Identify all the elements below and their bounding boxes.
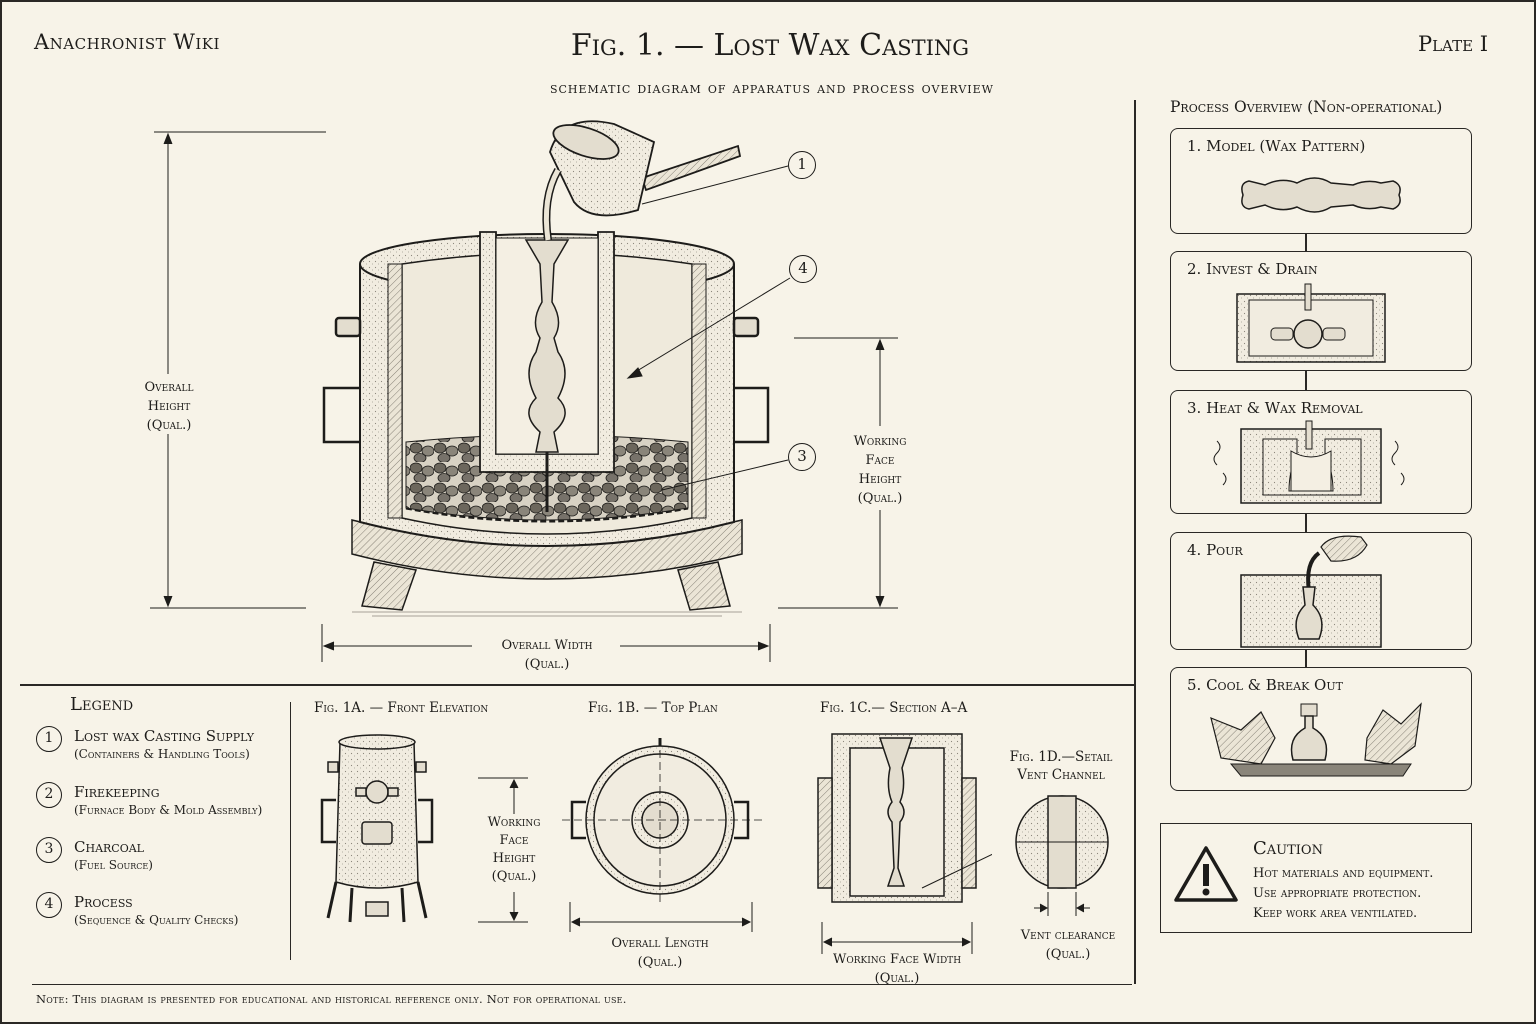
working-face-height-dimension <box>778 337 898 609</box>
caution-line: Use appropriate protection. <box>1253 886 1422 901</box>
overall-width-dimension <box>321 624 771 662</box>
fig-1a-caption: Fig. 1A. — Front Elevation <box>314 700 489 716</box>
process-step-1: 1. Model (Wax Pattern) <box>1170 128 1472 234</box>
process-step-3: 3. Heat & Wax Removal <box>1170 390 1472 514</box>
pour-icon <box>1240 535 1382 648</box>
wax-pattern-icon <box>1241 177 1401 213</box>
process-step-2: 2. Invest & Drain <box>1170 251 1472 371</box>
furnace-legs <box>361 561 731 611</box>
figure-subtitle: schematic diagram of apparatus and proce… <box>549 78 994 97</box>
plate-label: Plate I <box>1417 32 1488 56</box>
legend-item: 4 Process (Sequence & Quality Checks) <box>36 892 296 940</box>
legend-divider <box>290 702 291 960</box>
legend-title: Legend <box>70 694 134 715</box>
fig-1b-top-plan <box>562 738 762 932</box>
process-step-5: 5. Cool & Break Out <box>1170 667 1472 791</box>
fig-1d-detail <box>1015 795 1109 916</box>
furnace-illustration <box>150 120 898 662</box>
legend-item: 3 Charcoal (Fuel Source) <box>36 837 296 885</box>
vertical-divider <box>1134 100 1136 984</box>
process-step-4: 4. Pour <box>1170 532 1472 650</box>
fig-1c-caption: Fig. 1C.— Section A–A <box>820 700 968 716</box>
caution-box: Caution Hot materials and equipment. Use… <box>1160 823 1472 933</box>
footnote: Note: This diagram is presented for educ… <box>36 992 627 1006</box>
furnace-handles <box>322 316 770 444</box>
legend-item: 1 Lost wax Casting Supply (Containers & … <box>36 726 296 774</box>
fig-1a-dim-label: Working Face Height (Qual.) <box>487 815 541 884</box>
fig-1a-front-elevation <box>320 734 528 923</box>
crucible <box>542 120 742 241</box>
caution-line: Keep work area ventilated. <box>1253 906 1418 921</box>
callout-1: 1 <box>788 151 816 179</box>
horizontal-divider <box>20 684 1134 686</box>
fig-1d-caption: Fig. 1D.—Setail Vent Channel <box>1009 749 1113 783</box>
overall-width-label: Overall Width (Qual.) <box>501 638 593 672</box>
figure-title: Fig. 1. — Lost Wax Casting <box>570 28 970 63</box>
legend-item: 2 Firekeeping (Furnace Body & Mold Assem… <box>36 782 296 830</box>
working-face-height-label: Working Face Height (Qual.) <box>853 434 907 506</box>
process-heading: Process Overview (Non-operational) <box>1170 98 1443 116</box>
overall-height-label: Overall Height (Qual.) <box>144 380 194 433</box>
brand-name: Anachronist Wiki <box>34 30 220 54</box>
caution-title: Caution <box>1253 838 1323 859</box>
fig-1b-caption: Fig. 1B. — Top Plan <box>588 700 718 716</box>
overall-height-dimension <box>150 131 326 609</box>
cool-break-out-icon <box>1210 702 1422 777</box>
invest-drain-icon <box>1236 283 1386 363</box>
fig-1c-dim-label: Working Face Width (Qual.) <box>832 952 962 986</box>
fig-1b-dim-label: Overall Length (Qual.) <box>611 936 709 970</box>
caution-line: Hot materials and equipment. <box>1253 866 1434 881</box>
callout-3: 3 <box>788 443 816 471</box>
footer-rule <box>32 984 1132 985</box>
fig-1c-section <box>817 733 992 954</box>
warning-triangle-icon <box>1174 846 1238 902</box>
fig-1d-dim-label: Vent clearance (Qual.) <box>1020 928 1116 962</box>
callout-4: 4 <box>789 255 817 283</box>
heat-wax-removal-icon <box>1213 420 1405 504</box>
